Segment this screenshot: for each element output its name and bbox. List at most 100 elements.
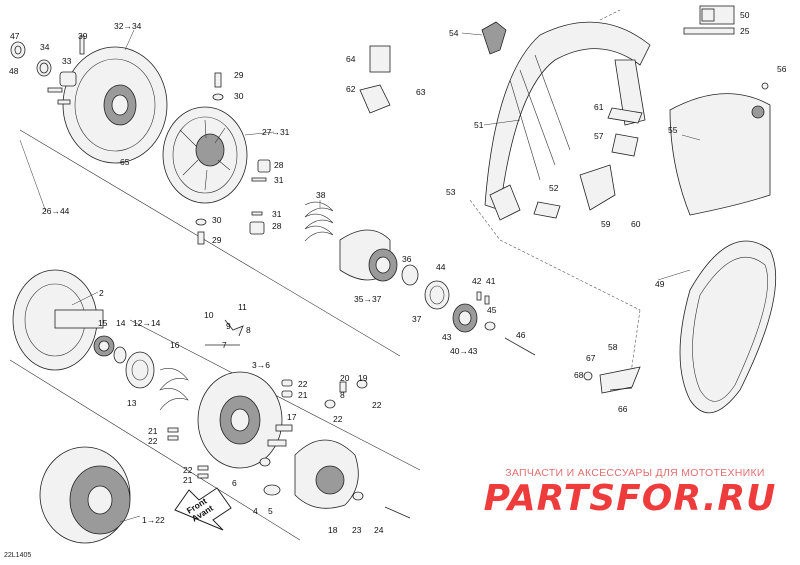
label-25: 25 [740, 26, 750, 36]
label-22c: 22 [333, 414, 343, 424]
label-59: 59 [601, 219, 611, 229]
label-46: 46 [516, 330, 526, 340]
label-17: 17 [287, 412, 297, 422]
label-61: 61 [594, 102, 604, 112]
label-49: 49 [655, 279, 665, 289]
drive-belt [679, 240, 777, 414]
label-28b: 28 [272, 221, 282, 231]
label-29a: 29 [234, 70, 244, 80]
label-12-14: 12→14 [133, 318, 161, 328]
label-40-43: 40→43 [450, 346, 478, 356]
label-63: 63 [416, 87, 426, 97]
label-30a: 30 [234, 91, 244, 101]
driven-pulley-assembly [39, 446, 131, 544]
label-10: 10 [204, 310, 214, 320]
label-4: 4 [253, 506, 258, 516]
label-28a: 28 [274, 160, 284, 170]
label-51: 51 [474, 120, 484, 130]
label-66: 66 [618, 404, 628, 414]
label-21c: 21 [183, 475, 193, 485]
watermark-tagline: ЗАПЧАСТИ И АКСЕССУАРЫ ДЛЯ МОТОТЕХНИКИ [505, 467, 765, 479]
decal-labels [369, 5, 735, 73]
document-code: 22L1405 [4, 552, 32, 559]
label-64: 64 [346, 54, 356, 64]
label-31b: 31 [272, 209, 282, 219]
label-62: 62 [346, 84, 356, 94]
label-54: 54 [449, 28, 459, 38]
label-3-6: 3→6 [252, 360, 270, 370]
label-56: 56 [777, 64, 787, 74]
driven-pulley-movable-half [197, 371, 293, 496]
label-16: 16 [170, 340, 180, 350]
label-11: 11 [238, 302, 247, 312]
drive-spring [304, 201, 334, 242]
label-35-37: 35→37 [354, 294, 382, 304]
label-20: 20 [340, 373, 350, 383]
label-47: 47 [10, 31, 20, 41]
front-arrow: Front Avant [174, 487, 232, 531]
watermark-logo: PARTSFOR.RU [483, 478, 777, 519]
label-44: 44 [436, 262, 446, 272]
belt-guard-frame [484, 21, 651, 221]
label-37: 37 [412, 314, 422, 324]
label-9: 9 [226, 321, 231, 331]
label-67: 67 [586, 353, 596, 363]
label-43: 43 [442, 332, 452, 342]
label-21a: 21 [298, 390, 308, 400]
label-24: 24 [374, 525, 384, 535]
label-65: 65 [120, 157, 130, 167]
leader-lines [19, 29, 701, 523]
label-55: 55 [668, 125, 678, 135]
label-36: 36 [402, 254, 412, 264]
label-41: 41 [486, 276, 496, 286]
small-bolts [167, 319, 368, 479]
guard-mount-brackets [359, 84, 643, 219]
label-18: 18 [328, 525, 338, 535]
label-53: 53 [446, 187, 456, 197]
label-27-31: 27→31 [262, 127, 290, 137]
label-22e: 22 [183, 465, 193, 475]
label-1-22: 1→22 [142, 515, 165, 525]
guard-clip [481, 21, 507, 55]
label-60: 60 [631, 219, 641, 229]
bottom-bracket [583, 366, 641, 394]
label-26-44: 26→44 [42, 206, 70, 216]
label-33: 33 [62, 56, 72, 66]
driven-pulley-fixed-half [12, 269, 127, 371]
label-42: 42 [472, 276, 482, 286]
label-48: 48 [9, 66, 19, 76]
label-14: 14 [116, 318, 126, 328]
spacer-rings [10, 35, 85, 105]
label-29b: 29 [212, 235, 222, 245]
label-32-34: 32→34 [114, 21, 142, 31]
belt-guard-cover [669, 82, 771, 216]
label-15: 15 [98, 318, 108, 328]
drive-pulley-fixed-half [62, 46, 168, 164]
label-31a: 31 [274, 175, 284, 185]
label-38: 38 [316, 190, 326, 200]
label-8a: 8 [246, 325, 251, 335]
label-8b: 8 [340, 390, 345, 400]
label-19: 19 [358, 373, 368, 383]
label-52: 52 [549, 183, 559, 193]
label-58: 58 [608, 342, 618, 352]
label-22a: 22 [298, 379, 308, 389]
label-22b: 22 [372, 400, 382, 410]
label-13: 13 [127, 398, 137, 408]
label-6: 6 [232, 478, 237, 488]
label-23: 23 [352, 525, 362, 535]
label-57: 57 [594, 131, 604, 141]
label-68: 68 [574, 370, 584, 380]
driven-spring-and-cam [125, 351, 189, 411]
clutch-cover [294, 439, 411, 519]
label-7: 7 [222, 340, 227, 350]
label-50: 50 [740, 10, 750, 20]
label-5: 5 [268, 506, 273, 516]
label-30b: 30 [212, 215, 222, 225]
label-21b: 21 [148, 426, 158, 436]
label-2: 2 [99, 288, 104, 298]
drive-pulley-movable-half [162, 72, 271, 245]
label-45: 45 [487, 305, 497, 315]
cam-and-bearing [339, 229, 536, 356]
